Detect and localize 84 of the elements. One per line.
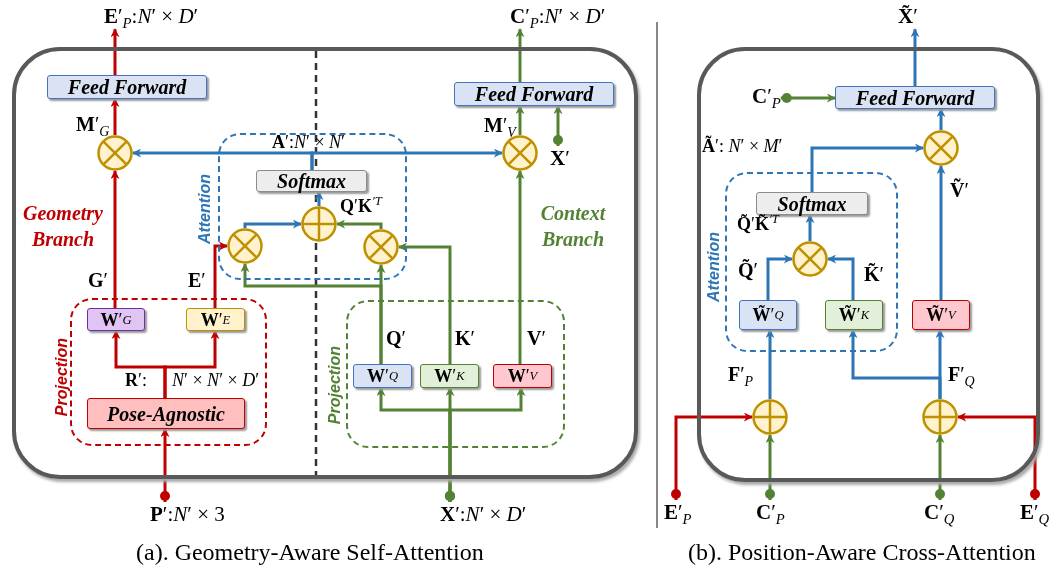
- caption: (b). Position-Aware Cross-Attention: [688, 538, 1036, 567]
- arrow: [243, 219, 302, 229]
- group-label: Projection: [325, 344, 344, 427]
- variable-label: X′: [550, 146, 570, 172]
- variable-label: C′$_{Q}$: [924, 500, 955, 526]
- math-label: A′:N′ × N′: [272, 132, 345, 154]
- variable-label: C′$_{P}$:N′ × D′: [510, 4, 606, 30]
- math-label: V′: [527, 326, 546, 350]
- module-panel: [697, 47, 1040, 482]
- process-box: Pose-Agnostic: [87, 398, 245, 429]
- math-label: G′: [88, 268, 108, 292]
- arrow: [336, 219, 383, 229]
- arrow: [213, 241, 228, 308]
- arrow: [827, 254, 855, 300]
- multiply-circle: [502, 135, 538, 171]
- math-label: K̃′: [864, 262, 884, 286]
- arrow: [376, 264, 386, 364]
- multiply-circle: [363, 229, 399, 265]
- math-label: F′$_{P}$: [728, 362, 754, 386]
- arrow: [810, 143, 924, 192]
- math-label: Ṽ′: [950, 178, 969, 202]
- variable-label: E′$_{P}$: [664, 500, 692, 526]
- multiply-circle: [227, 228, 263, 264]
- arrow: [935, 329, 945, 399]
- arrow: [765, 434, 775, 500]
- variable-label: C′$_{P}$: [752, 84, 781, 110]
- math-label: N′ × N′ × D′: [172, 370, 260, 392]
- arrow: [936, 165, 946, 300]
- math-label: Q′: [386, 326, 406, 350]
- group-label: Attention: [195, 172, 214, 247]
- arrow: [515, 105, 525, 135]
- variable-label: X′:N′ × D′: [440, 502, 527, 528]
- arrow: [398, 242, 452, 364]
- arrow: [445, 387, 526, 502]
- arrow: [805, 214, 815, 241]
- arrow: [935, 434, 945, 500]
- add-circle: [301, 206, 337, 242]
- multiply-circle: [792, 241, 828, 277]
- process-box: Feed Forward: [454, 82, 614, 106]
- arrow: [936, 108, 946, 130]
- variable-label: E′$_{Q}$: [1020, 500, 1050, 526]
- multiply-circle: [97, 135, 133, 171]
- math-label: Q̃′K̃$^{′T}$: [737, 214, 779, 236]
- add-circle: [922, 399, 958, 435]
- branch-label: Geometry Branch: [22, 201, 104, 252]
- variable-label: X̃′: [898, 4, 918, 30]
- arrow: [766, 254, 793, 300]
- process-box: Feed Forward: [835, 86, 995, 109]
- arrow: [671, 412, 753, 500]
- math-label: K′: [455, 326, 475, 350]
- math-label: Q′K$^{′T}$: [340, 196, 382, 218]
- multiply-circle: [923, 130, 959, 166]
- group-label: Projection: [52, 336, 71, 419]
- arrow: [110, 98, 120, 135]
- arrow: [160, 428, 170, 502]
- arrow: [515, 170, 525, 364]
- process-box: Feed Forward: [47, 75, 207, 99]
- group-label: Attention: [704, 230, 723, 305]
- math-label: R′:: [125, 370, 147, 392]
- arrow: [765, 329, 775, 399]
- arrow: [780, 93, 836, 103]
- variable-label: P′:N′ × 3: [150, 502, 225, 528]
- arrow: [957, 412, 1040, 500]
- math-label: M′$_{V}$: [484, 113, 516, 137]
- arrow: [310, 148, 503, 170]
- arrow: [314, 191, 324, 206]
- math-label: Ã′: N′ × M′: [702, 136, 783, 158]
- branch-label: Context Branch: [539, 201, 607, 252]
- arrow: [163, 330, 220, 398]
- arrow: [110, 170, 120, 308]
- caption: (a). Geometry-Aware Self-Attention: [136, 538, 484, 567]
- process-box: Softmax: [756, 192, 868, 215]
- math-label: E′: [188, 268, 206, 292]
- variable-label: E′$_{P}$:N′ × D′: [104, 4, 199, 30]
- math-label: M′$_{G}$: [76, 112, 110, 136]
- arrow: [910, 28, 920, 86]
- process-box: Softmax: [256, 170, 367, 192]
- arrow: [553, 105, 563, 146]
- arrow: [110, 28, 120, 75]
- module-panel: [12, 47, 638, 479]
- add-circle: [752, 399, 788, 435]
- variable-label: C′$_{P}$: [756, 500, 785, 526]
- math-label: Q̃′: [738, 258, 758, 282]
- arrow: [515, 28, 525, 82]
